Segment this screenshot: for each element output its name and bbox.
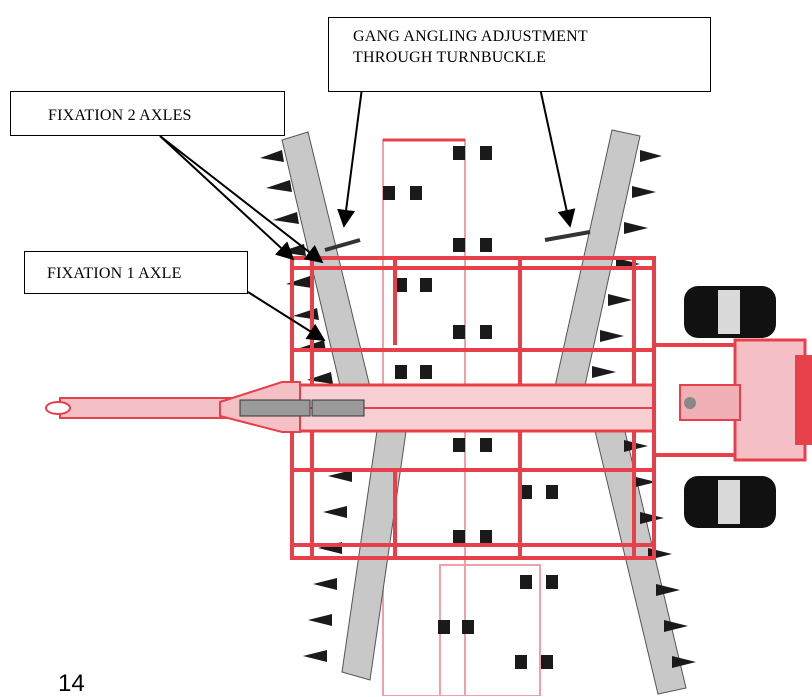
gang-angling-line-1: GANG ANGLING ADJUSTMENT	[353, 28, 588, 45]
turnbuckle-left	[324, 238, 361, 252]
fixation-2-axles-label: FIXATION 2 AXLES	[48, 107, 192, 124]
drawbar	[45, 381, 365, 433]
fixation-1-axle-callout: FIXATION 1 AXLE	[24, 251, 248, 294]
shank-row	[382, 138, 558, 696]
page-number: 14	[58, 670, 85, 697]
gang-angling-line-2: THROUGH TURNBUCKLE	[353, 49, 547, 66]
fixation-1-axle-label: FIXATION 1 AXLE	[47, 265, 182, 282]
turnbuckle-right	[544, 230, 591, 242]
gang-angling-callout: GANG ANGLING ADJUSTMENT THROUGH TURNBUCK…	[328, 17, 711, 92]
transport-axle	[652, 338, 812, 462]
gang-rear-right	[589, 401, 696, 695]
wheel-bottom	[684, 476, 776, 528]
fixation-2-axles-callout: FIXATION 2 AXLES	[10, 91, 285, 136]
leader-arrows	[159, 87, 576, 341]
wheel-top	[684, 286, 776, 338]
